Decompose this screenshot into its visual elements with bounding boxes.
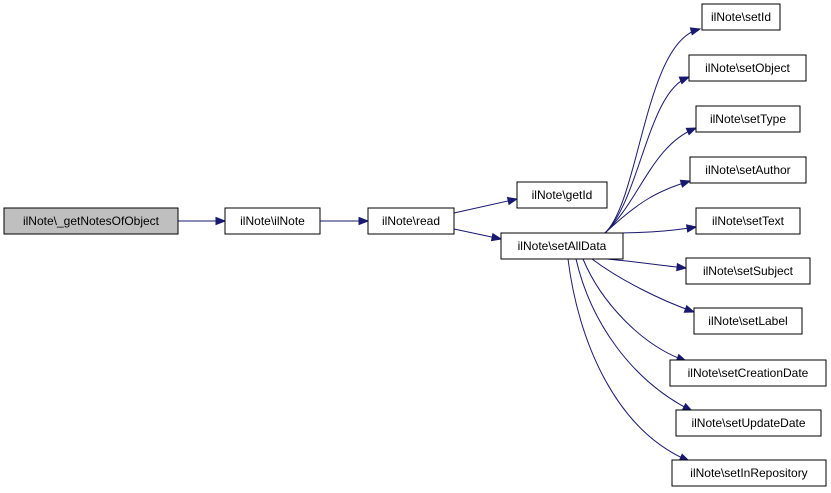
edge-setAllData-to-setLabel: [591, 258, 696, 313]
node-setText[interactable]: ilNote\setText: [695, 207, 801, 235]
node-root-label: ilNote\_getNotesOfObject: [23, 214, 160, 228]
node-ctor[interactable]: ilNote\ilNote: [224, 207, 321, 235]
edge-setAllData-to-setCreationDate: [582, 258, 688, 362]
node-ctor-label: ilNote\ilNote: [240, 214, 305, 228]
arrowhead: [678, 76, 691, 85]
arrowhead: [676, 262, 688, 272]
arrowhead: [215, 216, 227, 226]
arrowhead: [685, 127, 698, 136]
node-root[interactable]: ilNote\_getNotesOfObject: [3, 207, 179, 235]
node-setId[interactable]: ilNote\setId: [701, 3, 781, 31]
node-setAllData-label: ilNote\setAllData: [518, 239, 607, 253]
node-setAuthor[interactable]: ilNote\setAuthor: [689, 156, 807, 184]
node-read[interactable]: ilNote\read: [367, 207, 455, 235]
edge-line: [606, 258, 687, 269]
edge-line: [575, 258, 693, 412]
arrowhead: [506, 196, 519, 206]
edge-line: [582, 258, 687, 362]
node-getId[interactable]: ilNote\getId: [516, 181, 608, 209]
node-setUpdateDate[interactable]: ilNote\setUpdateDate: [675, 409, 822, 437]
node-setInRepository-label: ilNote\setInRepository: [690, 466, 807, 480]
node-setSubject[interactable]: ilNote\setSubject: [685, 257, 811, 285]
node-setInRepository[interactable]: ilNote\setInRepository: [671, 459, 827, 487]
node-setAuthor-label: ilNote\setAuthor: [705, 163, 790, 177]
node-setAllData[interactable]: ilNote\setAllData: [500, 232, 624, 260]
node-setId-label: ilNote\setId: [711, 10, 771, 24]
edge-line: [604, 76, 690, 234]
node-setType[interactable]: ilNote\setType: [695, 105, 801, 133]
node-setUpdateDate-label: ilNote\setUpdateDate: [691, 416, 805, 430]
node-read-label: ilNote\read: [382, 214, 440, 228]
edge-setAllData-to-setId: [604, 27, 702, 234]
node-setLabel-label: ilNote\setLabel: [708, 314, 787, 328]
edge-setAllData-to-setAuthor: [604, 179, 692, 234]
edge-line: [604, 127, 697, 234]
node-setType-label: ilNote\setType: [710, 112, 786, 126]
arrowhead: [490, 232, 503, 242]
edge-setAllData-to-setType: [604, 127, 698, 234]
edge-setAllData-to-setUpdateDate: [575, 258, 694, 412]
edge-setAllData-to-setText: [604, 224, 698, 234]
node-setLabel[interactable]: ilNote\setLabel: [693, 307, 803, 335]
node-setCreationDate[interactable]: ilNote\setCreationDate: [669, 359, 827, 387]
edge-line: [604, 226, 697, 234]
edge-root-to-ctor: [178, 216, 227, 226]
node-setText-label: ilNote\setText: [712, 214, 785, 228]
edge-line: [604, 180, 691, 234]
edge-ctor-to-read: [320, 216, 370, 226]
edge-setAllData-to-setSubject: [606, 258, 688, 272]
arrowhead: [683, 304, 696, 313]
node-setObject[interactable]: ilNote\setObject: [688, 54, 807, 82]
arrowhead: [689, 27, 702, 36]
edge-read-to-getId: [453, 196, 519, 214]
edge-setAllData-to-setObject: [604, 76, 691, 234]
edge-line: [453, 198, 518, 214]
node-setCreationDate-label: ilNote\setCreationDate: [688, 366, 809, 380]
node-setSubject-label: ilNote\setSubject: [703, 264, 794, 278]
arrowhead: [358, 216, 370, 226]
node-setObject-label: ilNote\setObject: [705, 61, 790, 75]
edge-line: [604, 28, 701, 234]
edge-read-to-setAllData: [453, 228, 503, 242]
node-getId-label: ilNote\getId: [532, 188, 593, 202]
arrowhead: [685, 224, 698, 233]
arrowhead: [679, 179, 692, 188]
edge-line: [567, 258, 690, 462]
edge-line: [591, 258, 695, 313]
